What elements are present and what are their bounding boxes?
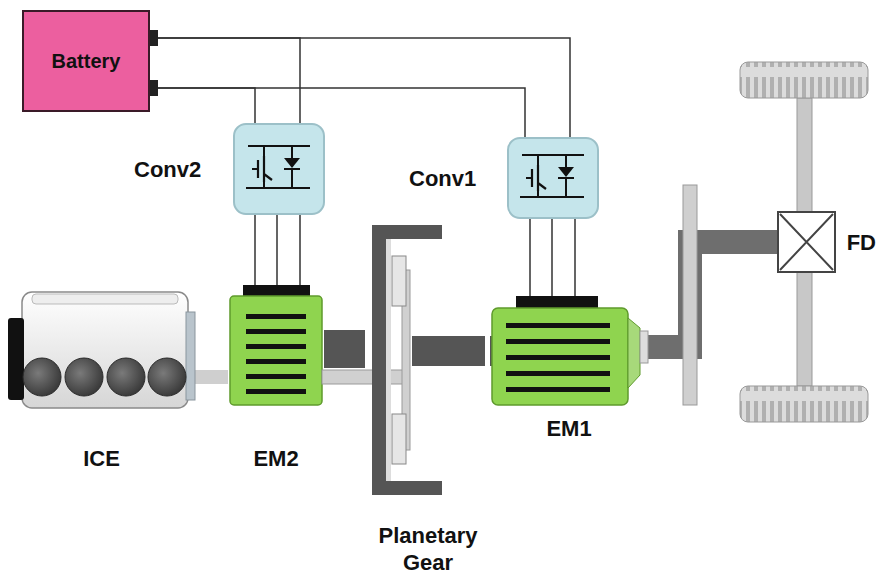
planetary-gear-illustration xyxy=(392,256,406,306)
engine-illustration xyxy=(32,294,178,304)
engine-node: ICE xyxy=(8,290,195,472)
engine-illustration xyxy=(186,312,195,400)
planetary-gear-node: Planetary Gear xyxy=(365,225,491,576)
motor-illustration xyxy=(640,331,648,363)
phase-wire xyxy=(530,218,575,296)
node-label: Planetary Gear xyxy=(369,522,487,576)
node-label: FD xyxy=(847,229,876,256)
motor-illustration xyxy=(506,323,610,328)
motor-illustration xyxy=(492,296,648,405)
engine-illustration xyxy=(23,358,61,396)
battery-box: Battery xyxy=(22,10,150,112)
converter-box xyxy=(234,124,324,214)
motor-illustration xyxy=(243,285,310,296)
converter-node: Conv1 xyxy=(405,138,598,218)
motor-illustration xyxy=(516,296,598,308)
engine-illustration xyxy=(107,358,145,396)
node-label: Battery xyxy=(52,48,121,75)
wheel-axle xyxy=(740,386,868,422)
motor-illustration xyxy=(246,329,306,334)
motor-illustration xyxy=(230,285,322,405)
motor-illustration xyxy=(628,318,640,388)
motor-illustration xyxy=(506,355,610,360)
planetary-gear-illustration xyxy=(372,225,442,239)
motor-illustration xyxy=(246,389,306,394)
wheel-axle xyxy=(778,212,835,272)
node-label: EM2 xyxy=(253,445,298,472)
final-drive-node: FD xyxy=(778,210,878,274)
converter-box xyxy=(508,138,598,218)
node-label: Conv1 xyxy=(409,165,476,192)
engine-illustration xyxy=(22,292,188,408)
motor-illustration xyxy=(506,371,610,376)
engine-illustration xyxy=(65,358,103,396)
wheel-axle xyxy=(683,185,697,405)
engine-illustration xyxy=(8,292,195,408)
output-shaft xyxy=(648,242,778,347)
motor-illustration xyxy=(246,344,306,349)
motor-node: EM1 xyxy=(490,296,648,442)
planetary-gear-illustration xyxy=(386,239,391,481)
shaft xyxy=(195,370,228,384)
converter-node: Conv2 xyxy=(130,124,324,214)
converter-box xyxy=(246,146,310,188)
converter-box xyxy=(508,138,598,218)
phase-wire xyxy=(255,214,300,285)
motor-illustration xyxy=(230,296,322,405)
motor-illustration xyxy=(246,359,306,364)
power-wire xyxy=(150,38,300,124)
converter-box xyxy=(520,155,584,197)
node-label: ICE xyxy=(83,445,120,472)
motor-illustration xyxy=(492,308,628,405)
wheel-axle xyxy=(780,214,833,270)
planetary-gear-illustration xyxy=(322,225,485,495)
planetary-gear-illustration xyxy=(372,481,442,495)
wheel-axle xyxy=(683,62,868,422)
motor-illustration xyxy=(506,387,610,392)
converter-box xyxy=(234,124,324,214)
shaft xyxy=(324,330,365,368)
planetary-gear-illustration xyxy=(392,414,406,464)
power-wire xyxy=(150,38,570,138)
node-label: Conv2 xyxy=(134,156,201,183)
motor-illustration xyxy=(246,374,306,379)
wheel-axle xyxy=(740,62,868,98)
engine-illustration xyxy=(8,318,24,400)
motor-illustration xyxy=(246,314,306,319)
engine-illustration xyxy=(148,358,186,396)
planetary-gear-illustration xyxy=(372,225,386,495)
planetary-gear-illustration xyxy=(412,336,485,366)
motor-illustration xyxy=(506,339,610,344)
planetary-gear-illustration xyxy=(322,370,408,384)
motor-node: EM2 xyxy=(228,285,324,472)
node-label: EM1 xyxy=(546,415,591,442)
